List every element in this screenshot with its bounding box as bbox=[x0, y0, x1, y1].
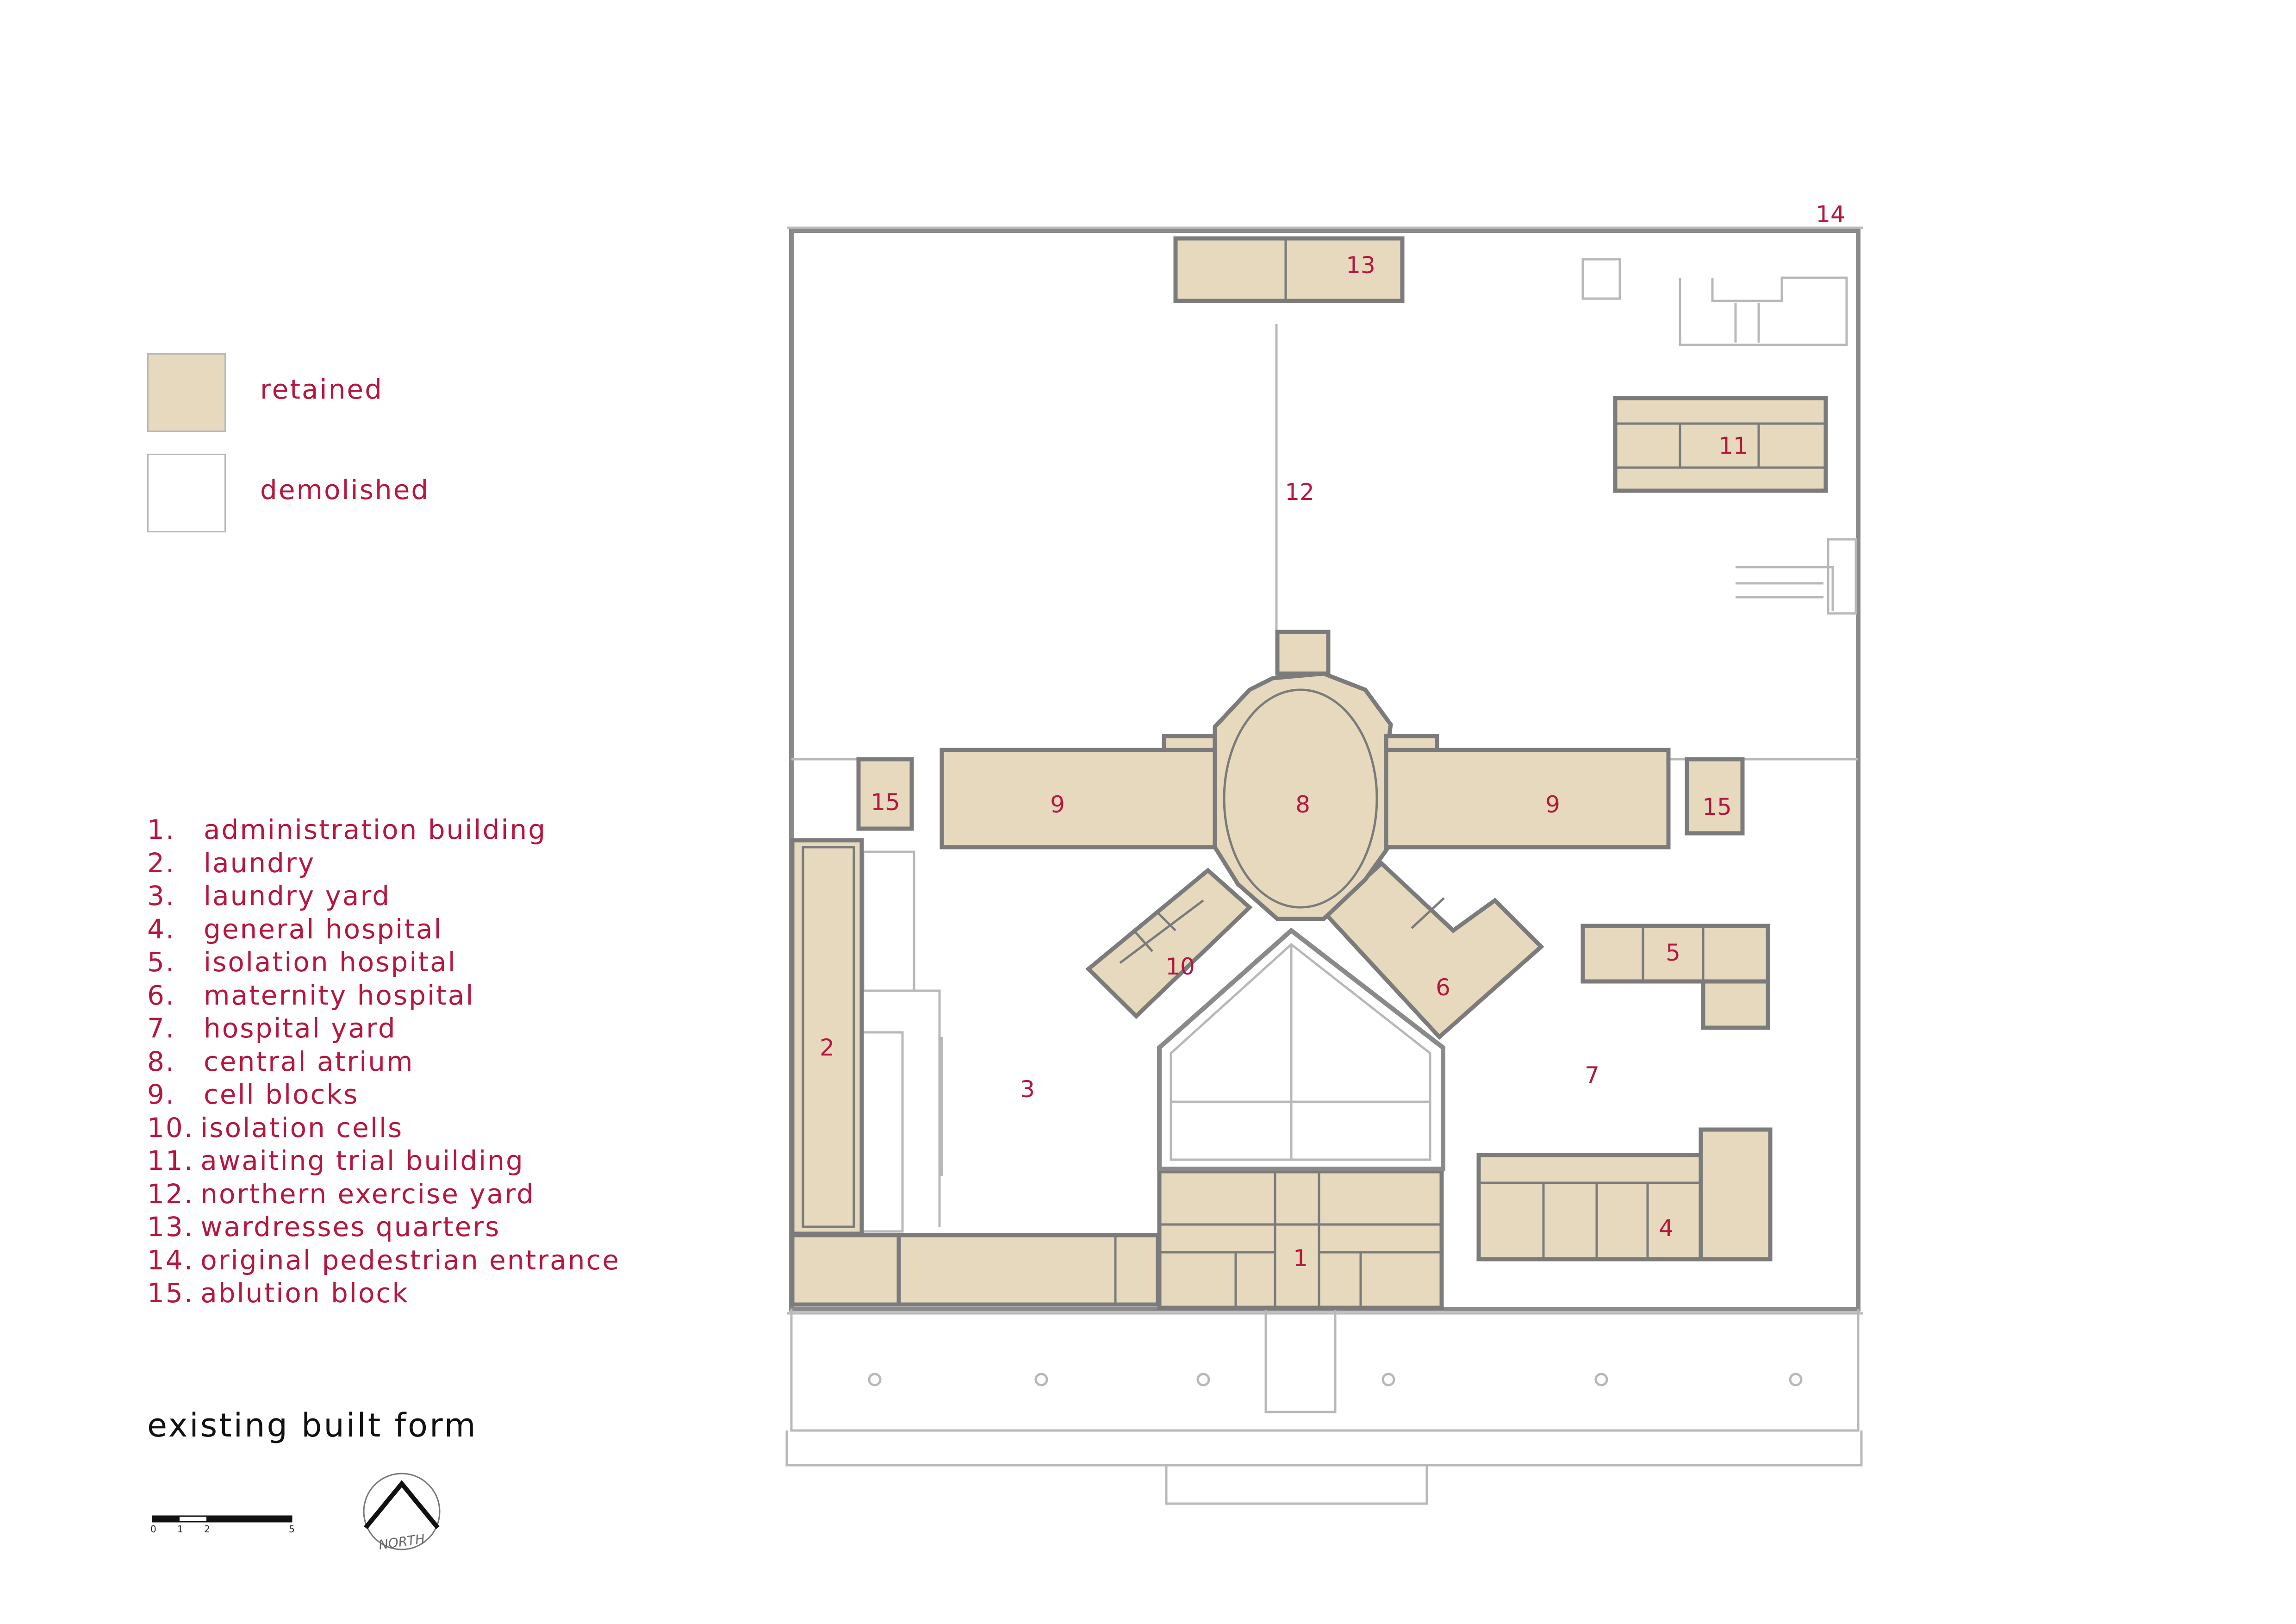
plan-label: 11 bbox=[1718, 432, 1748, 459]
key-item: 7.hospital yard bbox=[147, 1012, 397, 1044]
plan-label: 4 bbox=[1659, 1215, 1674, 1242]
scale-tick-label: 0 bbox=[150, 1524, 156, 1535]
key-item: 13.wardresses quarters bbox=[147, 1211, 501, 1243]
key-item: 8.central atrium bbox=[147, 1045, 414, 1077]
building-15-ablution-east bbox=[1685, 757, 1745, 836]
building-4-general-hospital bbox=[1476, 1127, 1773, 1262]
scale-tick-label: 5 bbox=[289, 1524, 295, 1535]
plan-label: 5 bbox=[1666, 939, 1680, 966]
legend-swatch-demolished bbox=[147, 454, 226, 532]
plan-label: 6 bbox=[1436, 974, 1450, 1001]
scale-bar: 0 1 2 5 bbox=[150, 1515, 295, 1535]
north-label: NORTH bbox=[378, 1531, 426, 1553]
plan-label: 14 bbox=[1816, 201, 1845, 228]
plan-label: 9 bbox=[1545, 791, 1560, 818]
key-item: 2.laundry bbox=[147, 847, 316, 879]
building-6-maternity-hospital bbox=[1323, 860, 1544, 1040]
key-item: 4.general hospital bbox=[147, 913, 443, 945]
key-item: 9.cell blocks bbox=[147, 1079, 359, 1110]
key-item: 6.maternity hospital bbox=[147, 979, 475, 1011]
plan-label: 7 bbox=[1585, 1062, 1599, 1089]
plan-label: 1 bbox=[1293, 1245, 1308, 1272]
plan-labels: 1 2 3 4 5 6 7 8 9 9 10 11 12 13 14 15 15 bbox=[820, 201, 1845, 1272]
scale-tick-label: 2 bbox=[204, 1524, 210, 1535]
key-item: 11.awaiting trial building bbox=[147, 1145, 524, 1176]
building-15-ablution-west bbox=[856, 757, 914, 831]
building-2-laundry bbox=[790, 838, 864, 1236]
plan-label: 15 bbox=[871, 789, 900, 816]
plan-label: 12 bbox=[1285, 479, 1314, 506]
key-item: 3.laundry yard bbox=[147, 880, 391, 912]
key-item: 5.isolation hospital bbox=[147, 946, 457, 978]
north-arrow-icon: NORTH bbox=[363, 1473, 441, 1553]
key-item: 1.administration building bbox=[147, 814, 547, 845]
building-key-list: 1.administration building 2.laundry 3.la… bbox=[147, 814, 620, 1311]
key-item: 14.original pedestrian entrance bbox=[147, 1244, 621, 1276]
key-item: 15.ablution block bbox=[147, 1277, 409, 1309]
plan-label: 8 bbox=[1295, 791, 1310, 818]
plan-label: 15 bbox=[1702, 793, 1732, 820]
building-11-awaiting-trial bbox=[1613, 396, 1828, 493]
key-item: 12.northern exercise yard bbox=[147, 1178, 535, 1210]
building-9-cell-block-east bbox=[1384, 748, 1671, 849]
building-13-wardresses-quarters bbox=[1173, 236, 1405, 303]
building-1-administration bbox=[1157, 1169, 1444, 1310]
drawing-title: existing built form bbox=[147, 1406, 478, 1444]
demolished-structures bbox=[862, 258, 1857, 1233]
building-9-cell-block-west bbox=[940, 748, 1217, 849]
building-10-isolation-cells bbox=[1085, 868, 1253, 1019]
south-range-west bbox=[790, 1233, 1160, 1307]
legend-swatch-retained bbox=[147, 353, 226, 432]
scale-tick-label: 1 bbox=[177, 1524, 183, 1535]
plan-label: 13 bbox=[1346, 252, 1375, 279]
plan-label: 9 bbox=[1050, 791, 1065, 818]
legend-label-retained: retained bbox=[260, 374, 383, 405]
key-item: 10.isolation cells bbox=[147, 1112, 404, 1143]
plan-label: 10 bbox=[1165, 953, 1195, 980]
legend-label-demolished: demolished bbox=[260, 474, 430, 506]
inner-courtyard bbox=[1157, 927, 1445, 1171]
plan-label: 2 bbox=[820, 1034, 834, 1061]
plan-label: 3 bbox=[1020, 1076, 1035, 1103]
building-5-isolation-hospital bbox=[1580, 924, 1770, 1030]
